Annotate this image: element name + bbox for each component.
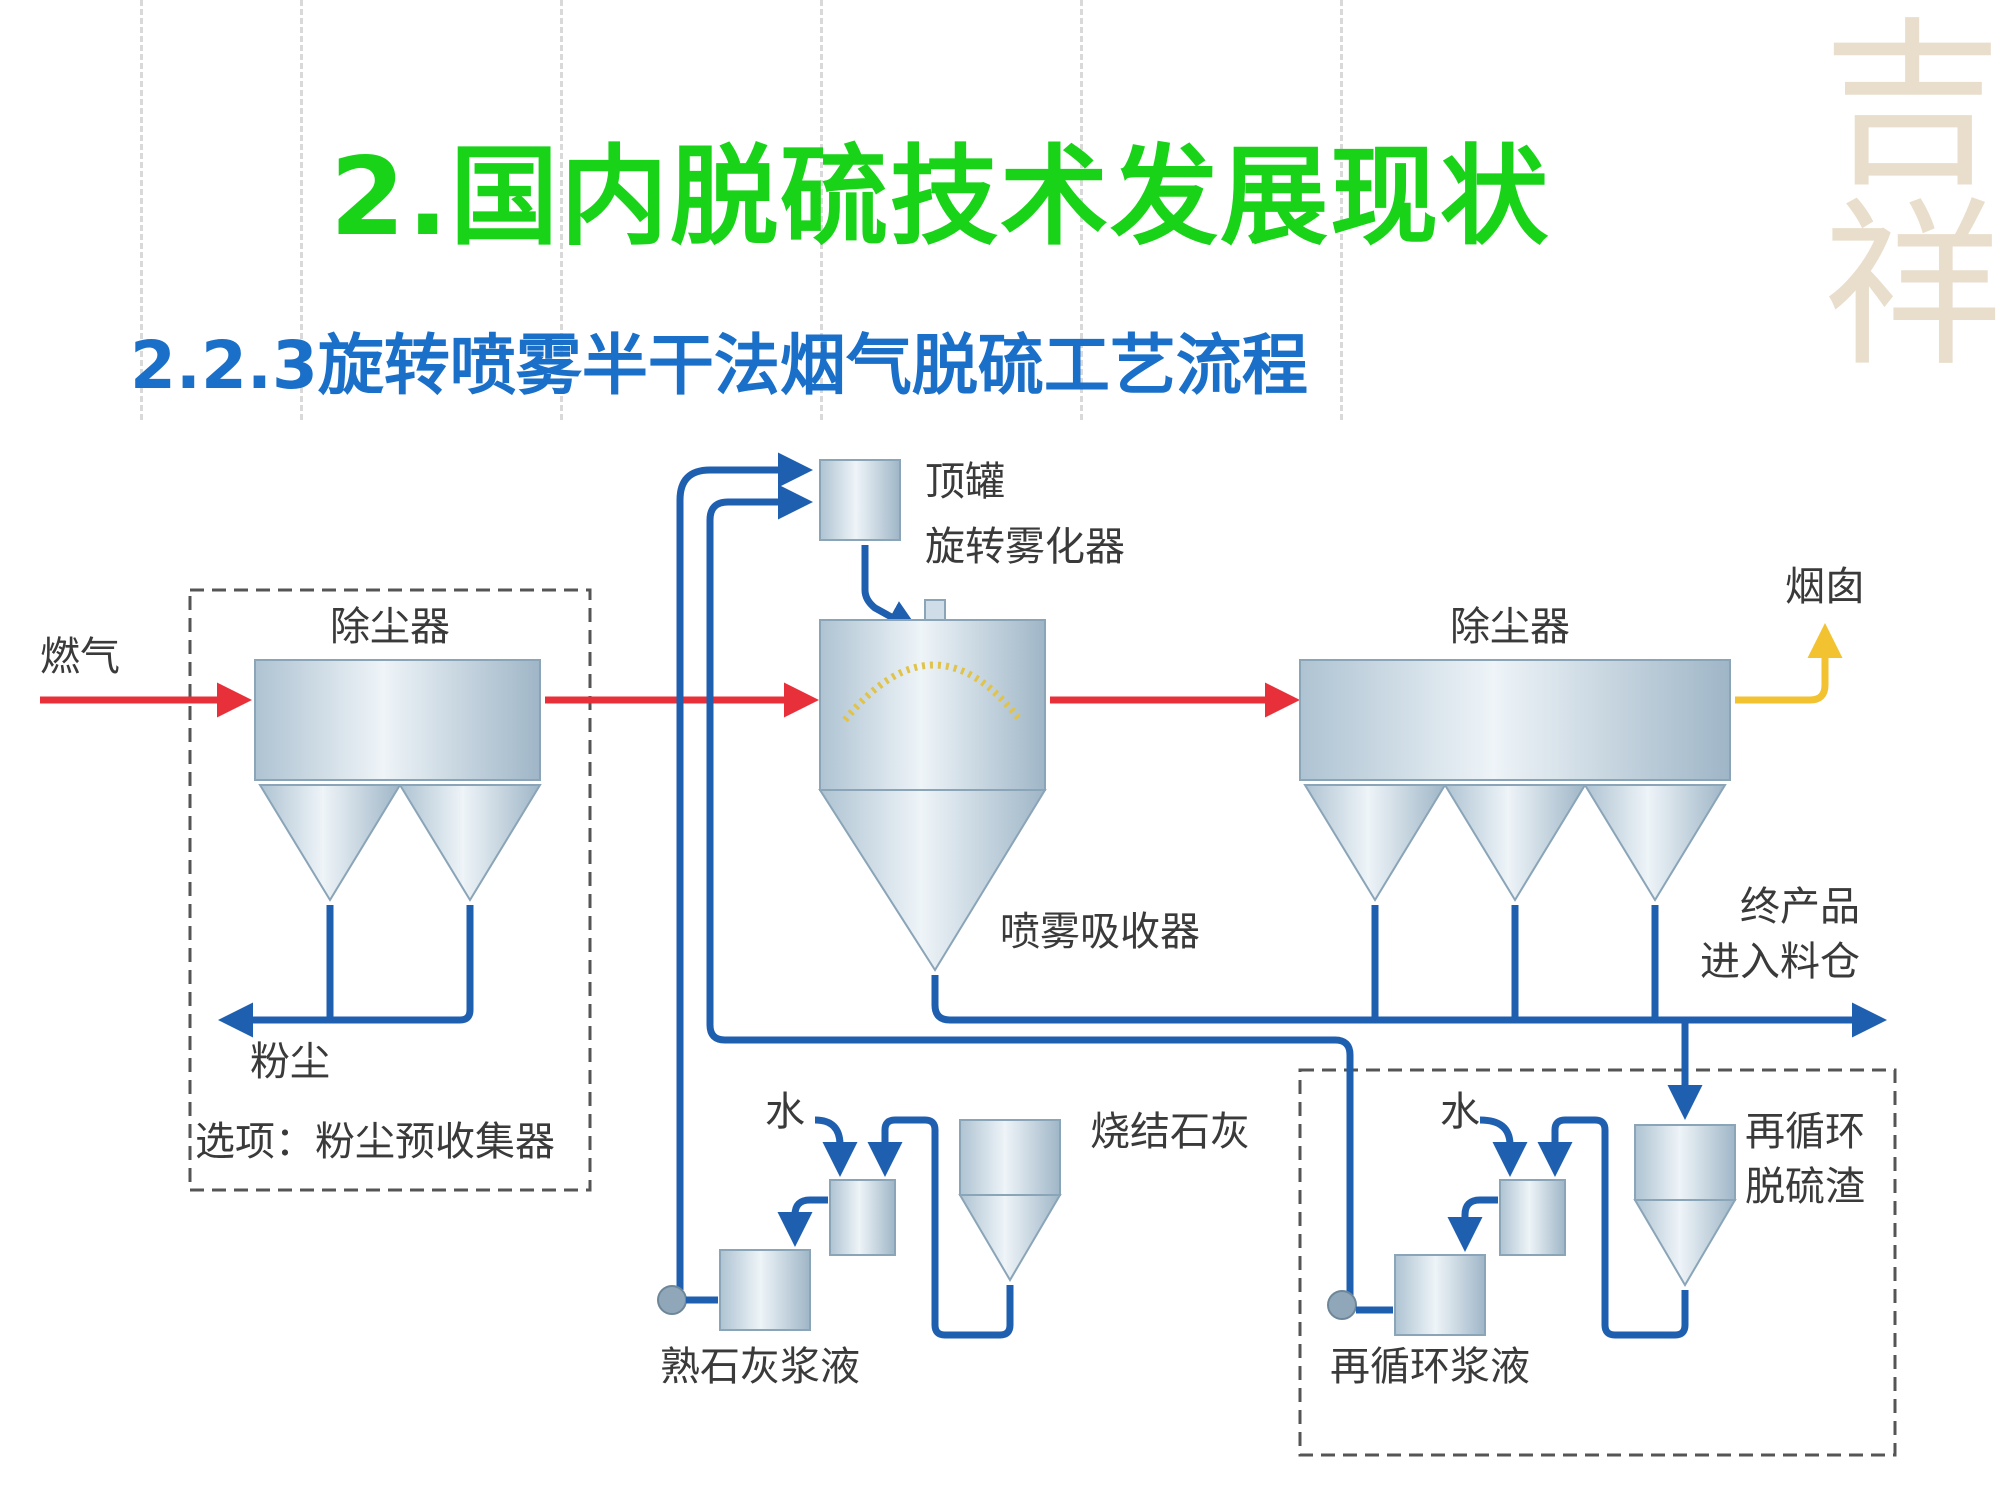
recycle-slurry-pump [1327, 1290, 1357, 1320]
dust-collector-2 [1299, 659, 1731, 902]
lime-slurry-feed-line [676, 452, 813, 1290]
recycle-mixer-to-tank-line [1447, 1196, 1498, 1252]
sintered-lime-silo [958, 1119, 1062, 1282]
page-title: 2.国内脱硫技术发展现状 [330, 135, 1551, 260]
label-flue-gas: 燃气 [40, 634, 120, 680]
background-guide-line [820, 0, 823, 420]
label-recycle-slurry: 再循环浆液 [1330, 1344, 1530, 1390]
end-product-line [931, 975, 1887, 1038]
collector-hopper-drops [1371, 905, 1659, 1020]
atomizer-spray-pattern [842, 661, 1023, 723]
background-guide-line [300, 0, 303, 420]
slaked-lime-slurry-tank [719, 1249, 811, 1331]
label-slaked-lime-slurry: 熟石灰浆液 [660, 1344, 860, 1390]
label-end-product-2: 进入料仓 [1700, 939, 1860, 985]
residue-silo-to-mixer-line [1537, 1116, 1689, 1339]
recycle-residue-silo [1633, 1124, 1737, 1287]
recycle-mixer-tank [1499, 1179, 1566, 1256]
label-dust-collector-2: 除尘器 [1450, 604, 1570, 650]
label-spray-absorber: 喷雾吸收器 [1000, 909, 1200, 955]
background-guide-line [560, 0, 563, 420]
background-guide-line [1080, 0, 1083, 420]
label-top-tank: 顶罐 [925, 459, 1005, 505]
label-water-1: 水 [765, 1089, 805, 1135]
label-dust: 粉尘 [250, 1039, 330, 1085]
decorative-calligraphy: 吉祥 [1791, 10, 2000, 370]
dust-collector-1 [254, 659, 542, 902]
label-sintered-lime: 烧结石灰 [1090, 1109, 1250, 1155]
clean-gas-to-chimney-arrow [1735, 623, 1843, 704]
recycle-slurry-tank [1394, 1254, 1486, 1336]
lime-mixer-tank [829, 1179, 896, 1256]
label-chimney: 烟囱 [1785, 564, 1865, 610]
mixer-to-slurry-tank-line [777, 1196, 828, 1247]
label-option: 选项：粉尘预收集器 [195, 1119, 555, 1165]
label-recycle-1: 再循环 [1745, 1109, 1865, 1155]
label-recycle-2: 脱硫渣 [1745, 1164, 1865, 1210]
dust-discharge-line [225, 905, 474, 1020]
background-guide-line [140, 0, 143, 420]
label-water-2: 水 [1440, 1089, 1480, 1135]
background-guide-line [1340, 0, 1343, 420]
recycle-system-box [1298, 1068, 1897, 1457]
label-dust-collector-1: 除尘器 [330, 604, 450, 650]
page-subtitle: 2.2.3旋转喷雾半干法烟气脱硫工艺流程 [130, 327, 1308, 404]
water-inlet-2 [1479, 1116, 1528, 1177]
label-rotary-atomizer: 旋转雾化器 [925, 524, 1125, 570]
lime-slurry-pump [657, 1285, 687, 1315]
water-inlet-1 [814, 1116, 858, 1177]
top-tank [819, 459, 901, 541]
fgd-process-diagram: 燃气 除尘器 顶罐 旋转雾化器 除尘器 烟囱 喷雾吸收器 终产品 进入料仓 粉尘… [40, 452, 1897, 1457]
recycle-slurry-feed-line [706, 484, 1354, 1310]
pre-collector-option-box [188, 588, 592, 1192]
label-end-product-1: 终产品 [1740, 884, 1860, 930]
lime-silo-to-mixer-line [867, 1116, 1014, 1339]
tank-to-atomizer-line [861, 545, 922, 634]
